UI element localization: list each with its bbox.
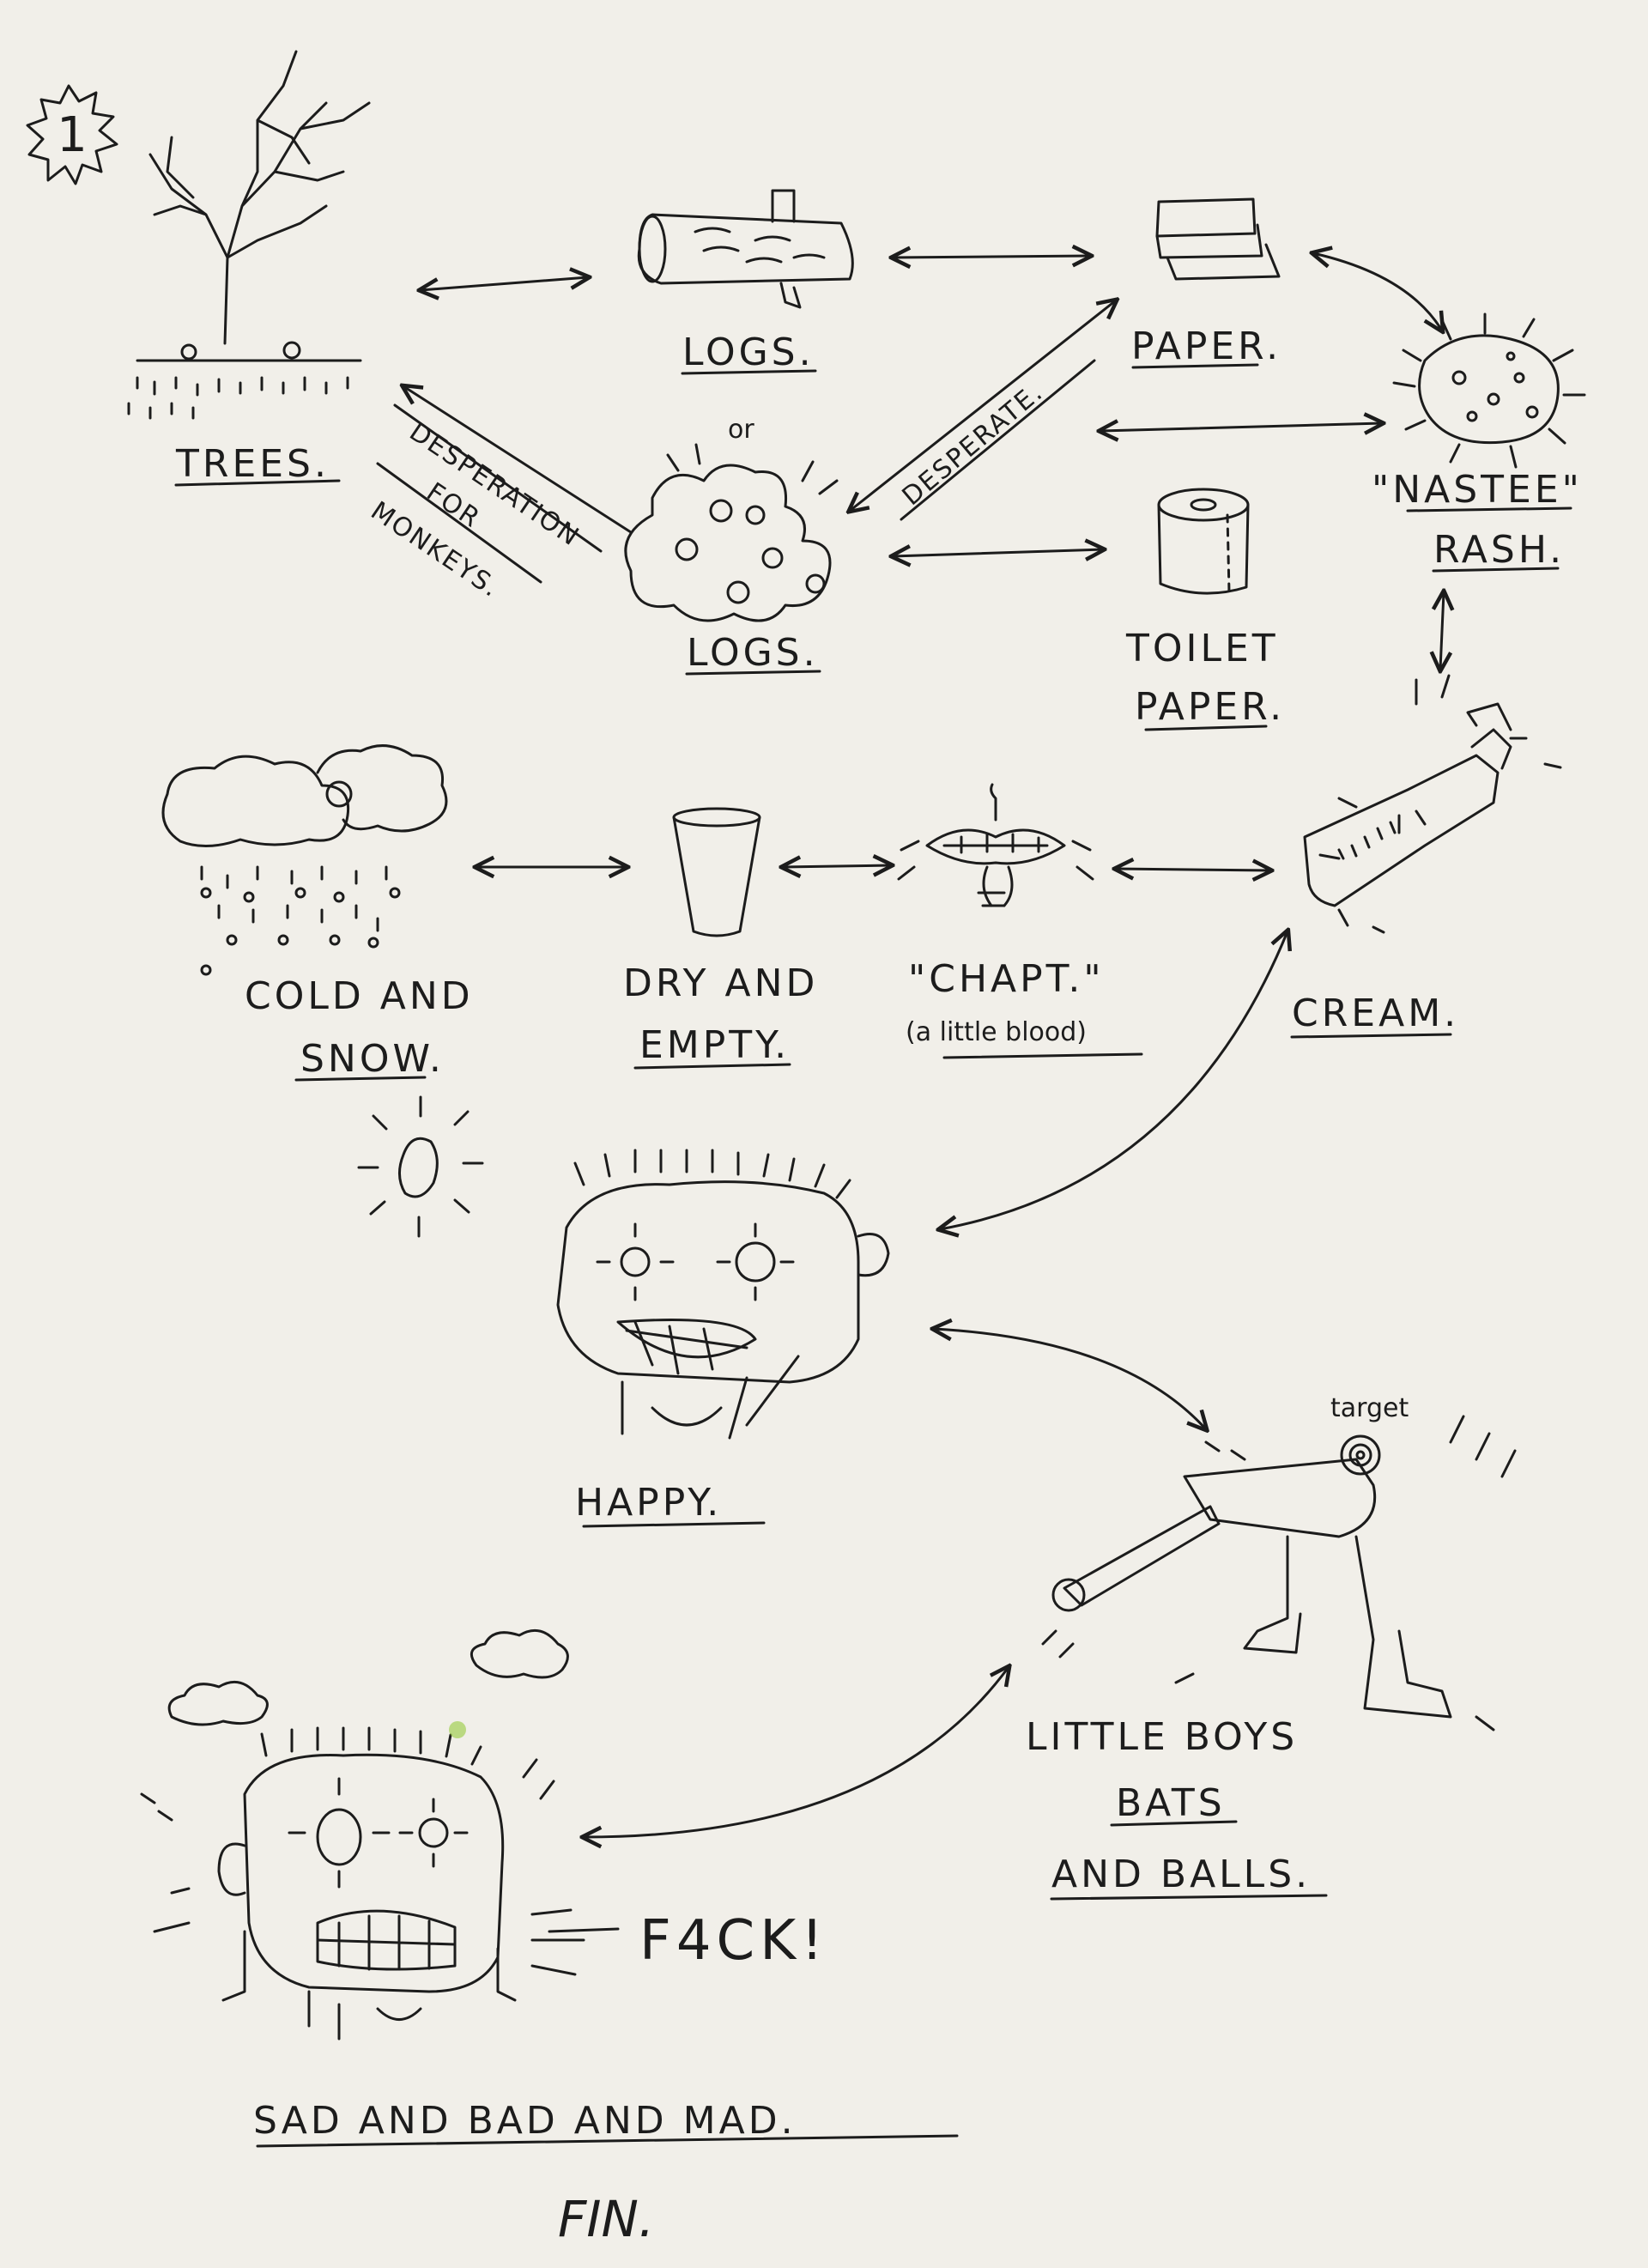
connector-or-label: or — [728, 415, 754, 445]
small-cloud-icon — [169, 1630, 567, 1725]
boy-bat-icon: target — [1043, 1393, 1515, 1730]
node-logs-top-label: LOGS. — [682, 330, 815, 374]
node-boys-label-3: AND BALLS. — [1051, 1853, 1311, 1896]
edge-chapt-cream — [1116, 869, 1270, 870]
node-paper-label: PAPER. — [1131, 324, 1281, 368]
edge-label-desperate: DESPERATE. — [897, 377, 1050, 512]
edge-logspile-paper: DESPERATE. — [850, 300, 1116, 519]
happy-face-icon — [558, 1150, 888, 1438]
edge-rash-cream — [1440, 592, 1444, 670]
sad-face-icon — [142, 1728, 584, 2039]
empty-cup-icon — [674, 809, 760, 936]
signature: FIN. — [558, 2190, 654, 2248]
node-dry-label-2: EMPTY. — [639, 1023, 790, 1067]
target-label: target — [1330, 1393, 1409, 1423]
cream-tube-icon — [1305, 676, 1560, 932]
chapped-lips-icon — [899, 785, 1093, 906]
edge-happy-boys — [934, 1329, 1206, 1429]
page-number: 1 — [57, 107, 88, 163]
green-smudge — [449, 1721, 466, 1738]
page-number-badge: 1 — [27, 86, 117, 184]
node-rash-label-2: RASH. — [1433, 528, 1565, 572]
edge-logspile-trees: DESPERATION FOR MONKEYS. — [366, 386, 631, 604]
node-toilet-paper-label-2: PAPER. — [1135, 685, 1285, 729]
rash-icon — [1394, 314, 1584, 467]
toilet-paper-icon — [1159, 489, 1248, 593]
node-cream-label: CREAM. — [1292, 991, 1459, 1035]
edge-logspile-toiletpaper — [893, 549, 1103, 556]
node-chapt-note: (a little blood) — [906, 1017, 1087, 1047]
sun-icon — [359, 1097, 482, 1236]
edge-boys-sad — [584, 1667, 1009, 1837]
node-sad-label: SAD AND BAD AND MAD. — [253, 2099, 797, 2143]
node-happy-label: HAPPY. — [575, 1481, 722, 1525]
node-trees-label: TREES. — [175, 442, 330, 486]
node-logs-bottom-label: LOGS. — [687, 631, 819, 675]
tree-icon — [129, 52, 369, 418]
exclamation-label: F4CK! — [639, 1909, 828, 1973]
node-toilet-paper-label-1: TOILET — [1125, 627, 1279, 670]
node-boys-label-1: LITTLE BOYS — [1026, 1715, 1298, 1759]
edge-paper-rash-lower — [1100, 423, 1382, 431]
edge-label-desperation-3: MONKEYS. — [366, 496, 506, 604]
node-cold-label-1: COLD AND — [245, 974, 474, 1018]
cloud-snow-icon — [163, 746, 446, 974]
edge-dry-chapt — [783, 865, 891, 867]
node-boys-label-2: BATS — [1116, 1781, 1226, 1825]
edge-trees-logs — [421, 277, 588, 290]
log-icon — [639, 191, 852, 307]
node-dry-label-1: DRY AND — [623, 961, 818, 1005]
edge-logs-paper — [893, 256, 1090, 258]
node-cold-label-2: SNOW. — [300, 1037, 445, 1081]
node-chapt-label: "CHAPT." — [908, 957, 1105, 1001]
edge-paper-rash — [1313, 253, 1442, 330]
node-rash-label-1: "NASTEE" — [1372, 468, 1583, 512]
log-pile-icon — [626, 445, 837, 621]
paper-stack-icon — [1157, 199, 1279, 279]
